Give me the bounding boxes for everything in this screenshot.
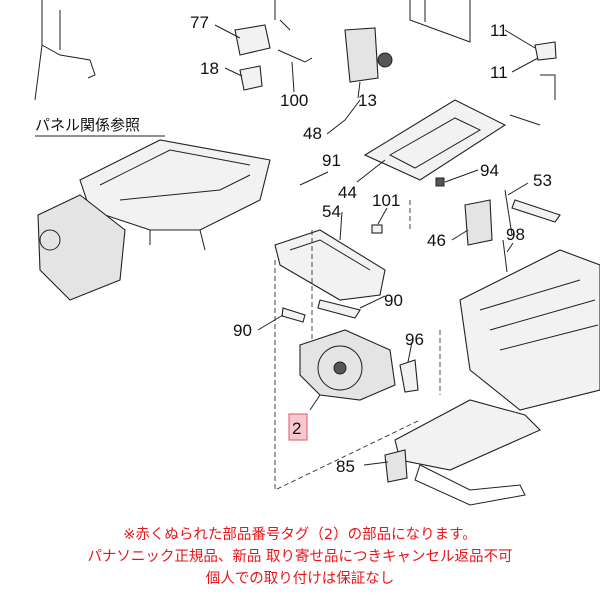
part-18-clip — [239, 65, 263, 91]
drive-block — [37, 194, 126, 301]
part-label-54: 54 — [322, 202, 341, 221]
part-2-fan-hub — [333, 361, 347, 375]
part-54-fan-frame-edge — [289, 239, 371, 271]
part-label-96: 96 — [405, 330, 424, 349]
part-100-spring — [277, 49, 313, 63]
part-label-53: 53 — [533, 171, 552, 190]
part-90-bar-lower — [281, 307, 306, 323]
lower-wire-frame — [414, 464, 526, 506]
part-46-bracket — [464, 199, 493, 246]
exploded-parts-diagram: パネル関係参照 77 18 100 13 48 — [34, 0, 600, 506]
part-label-2-highlighted: 2 — [292, 419, 301, 438]
part-label-48: 48 — [303, 124, 322, 143]
part-label-18: 18 — [200, 59, 219, 78]
part-13-gear-unit — [344, 27, 379, 83]
part-85-mount — [384, 449, 408, 483]
part-label-77: 77 — [190, 13, 209, 32]
part-90-bar-upper — [317, 299, 361, 319]
right-base-tray — [459, 249, 600, 411]
right-base-tray-ribs — [479, 279, 599, 351]
part-101-clip — [371, 224, 383, 234]
upper-screws — [274, 0, 291, 31]
notice-text: ※赤くぬられた部品番号タグ（2）の部品になります。 パナソニック正規品、新品 取… — [0, 524, 600, 590]
part-85-bottom-tray — [394, 399, 541, 471]
part-label-94: 94 — [480, 161, 499, 180]
part-label-90-right: 90 — [384, 291, 403, 310]
notice-line-2: パナソニック正規品、新品 取り寄せ品につきキャンセル返品不可 — [87, 549, 513, 565]
part-label-11-b: 11 — [490, 63, 508, 82]
part-2-fan-wheel — [317, 345, 363, 391]
part-11-wire — [509, 74, 556, 126]
highlight-tag — [288, 413, 308, 441]
reference-label: パネル関係参照 — [35, 116, 140, 134]
part-2-fan-assembly — [299, 329, 396, 401]
part-label-101: 101 — [372, 191, 400, 210]
part-label-44: 44 — [338, 183, 357, 202]
drive-disc — [39, 229, 61, 251]
top-right-fragment — [409, 0, 471, 43]
notice-line-1: ※赤くぬられた部品番号タグ（2）の部品になります。 — [123, 527, 477, 543]
part-77-bracket — [234, 24, 271, 56]
panel-fragment — [34, 0, 96, 101]
part-label-85: 85 — [336, 457, 355, 476]
part-44-plate-recess — [388, 117, 482, 169]
part-53-spring — [504, 189, 513, 236]
part-98-shaft — [502, 239, 508, 273]
part-label-11-a: 11 — [490, 21, 508, 40]
part-label-13: 13 — [358, 91, 377, 110]
part-54-fan-frame — [274, 229, 386, 301]
part-label-46: 46 — [427, 231, 446, 250]
part-label-98: 98 — [506, 225, 525, 244]
part-53-rod — [511, 199, 561, 223]
leader-lines — [214, 24, 539, 466]
part-label-100: 100 — [280, 91, 308, 110]
part-94-pin — [435, 177, 445, 187]
part-label-91: 91 — [322, 151, 341, 170]
part-13-gear — [377, 52, 393, 68]
part-11-fastener — [534, 41, 557, 61]
chassis-frame-detail — [99, 149, 251, 251]
part-label-90-left: 90 — [233, 321, 252, 340]
part-96-bracket — [399, 359, 419, 393]
notice-line-3: 個人での取り付けは保証なし — [205, 571, 395, 587]
